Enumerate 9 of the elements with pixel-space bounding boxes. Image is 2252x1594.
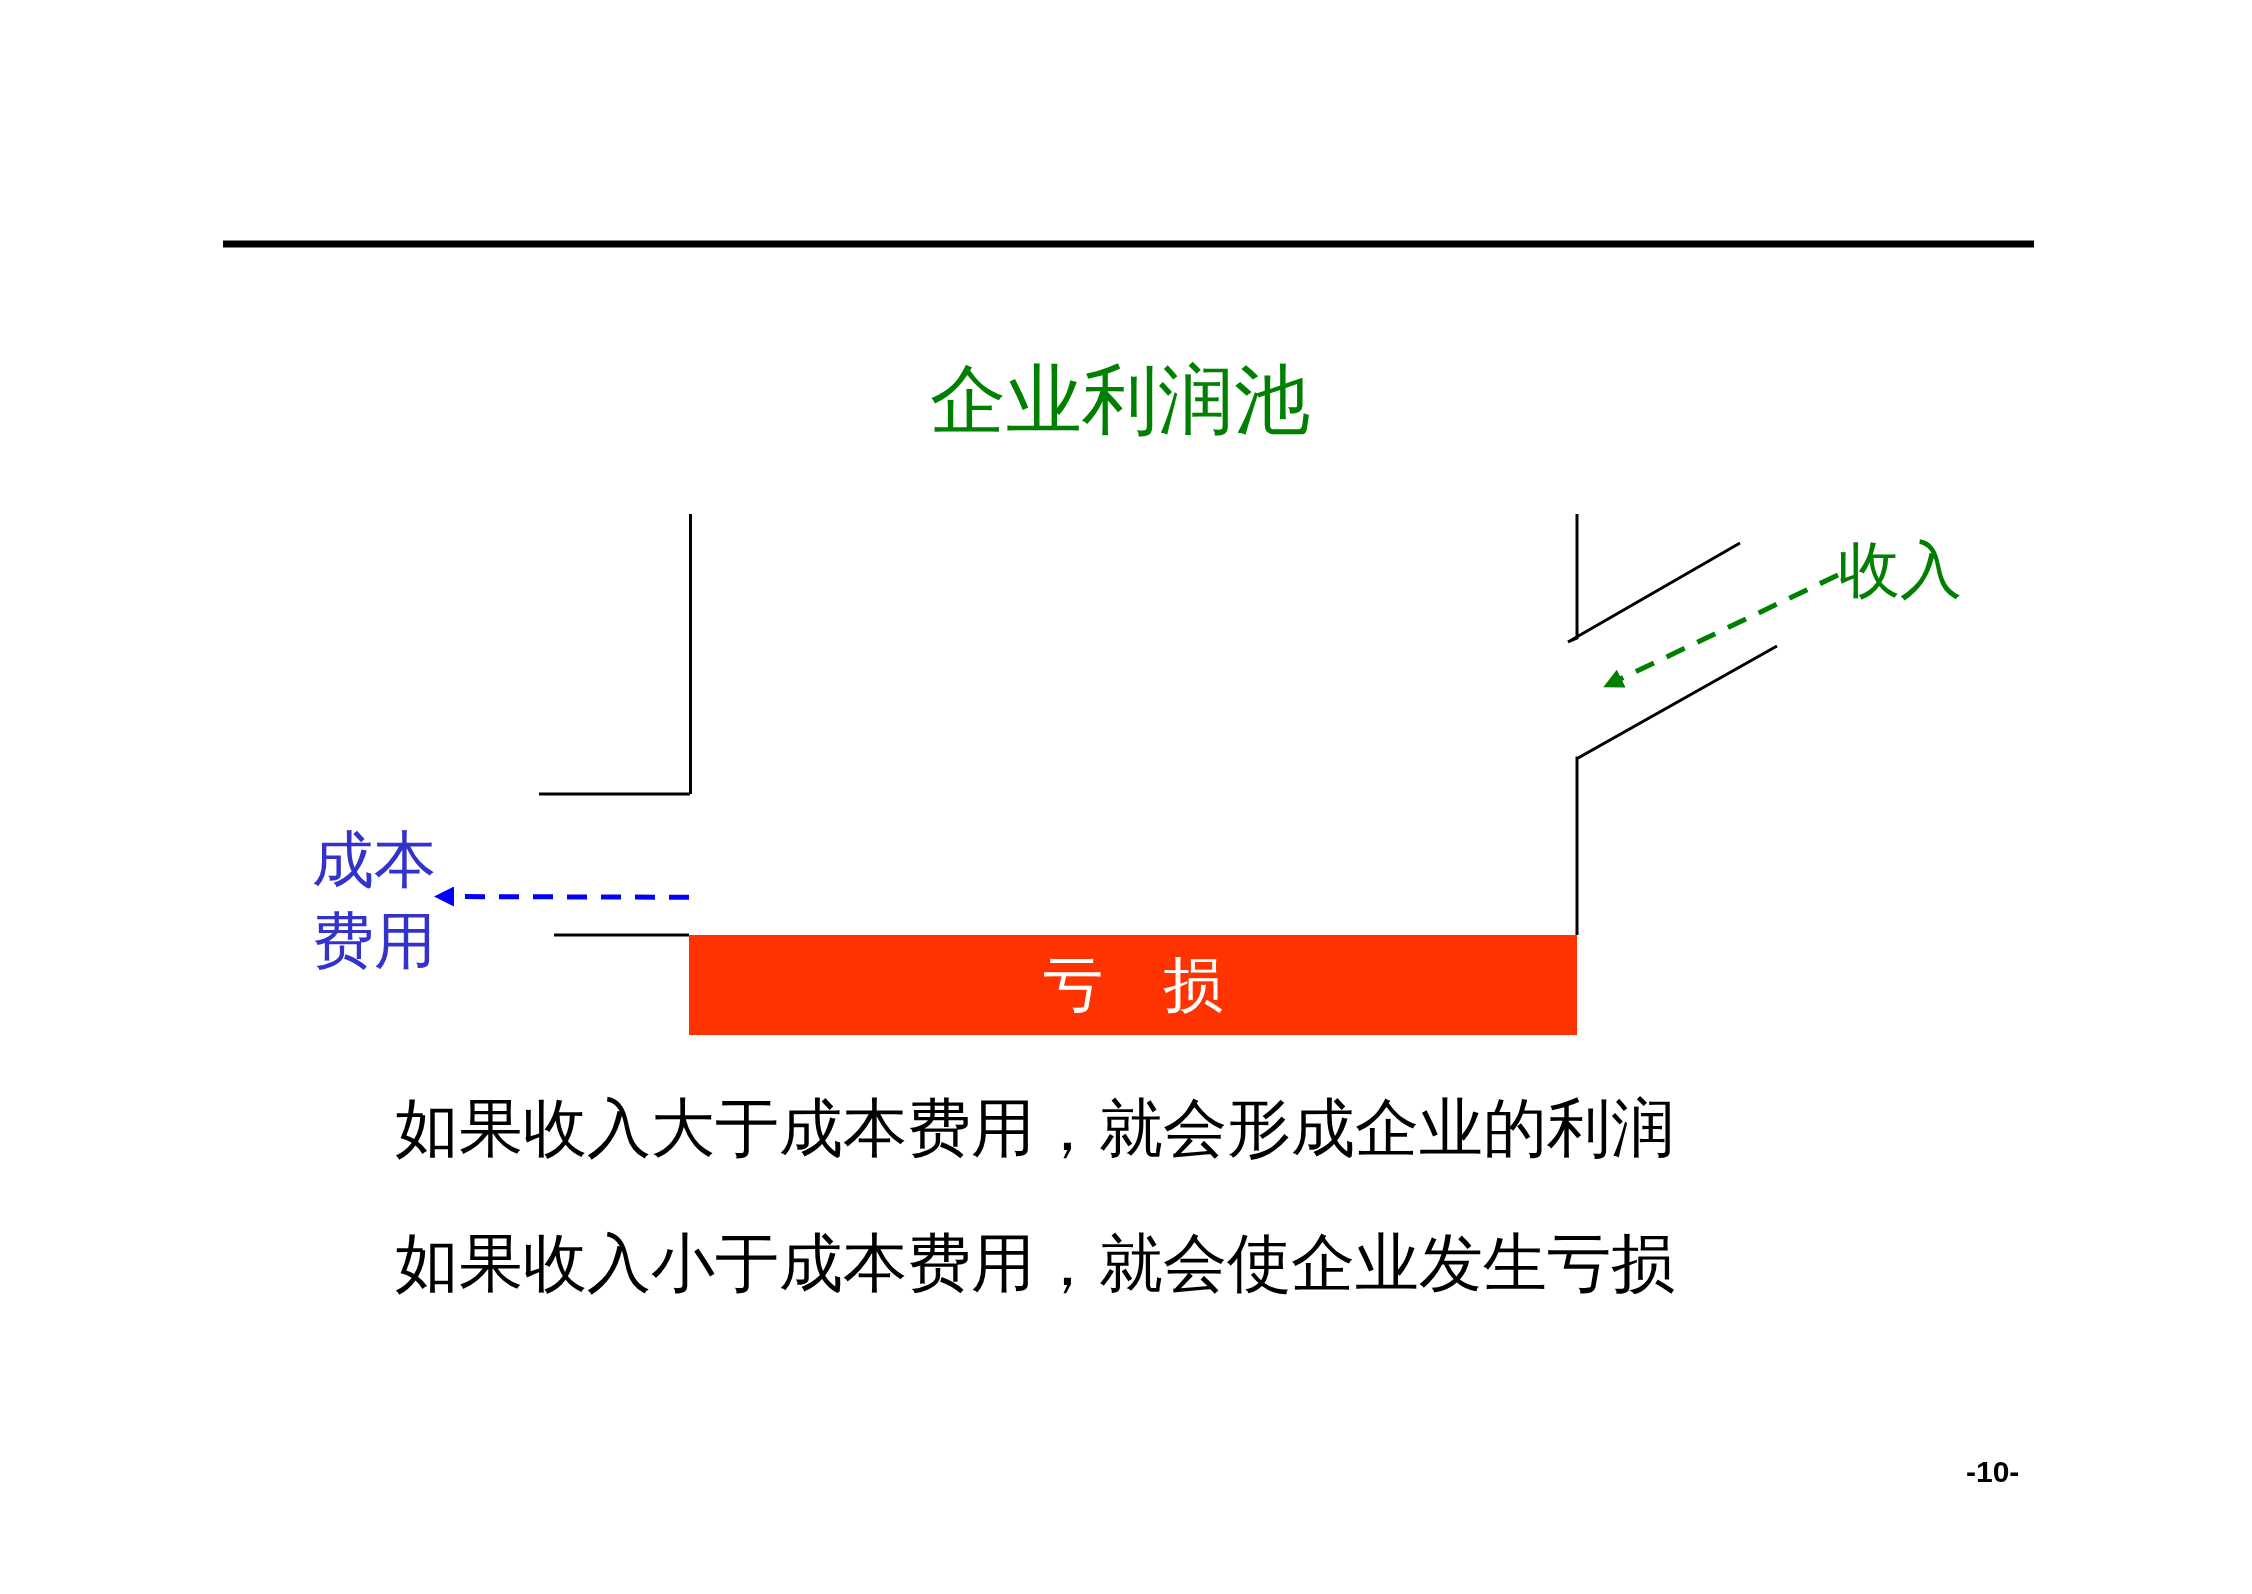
statement-text: 如果收入大于成本费用，就会形成企业的利润 [395, 1090, 1675, 1167]
loss-bar: 亏 损 [689, 935, 1577, 1035]
inflow-label: 收入 [1838, 530, 2008, 620]
pool-title: 企业利润池 [929, 354, 1311, 446]
page-number: -10- [1966, 1455, 2020, 1489]
arrow [434, 886, 689, 907]
arrow [1603, 572, 1840, 688]
outflow-label: 成本费用 [312, 820, 444, 990]
statement-text: 如果收入小于成本费用，就会使企业发生亏损 [395, 1225, 1675, 1302]
